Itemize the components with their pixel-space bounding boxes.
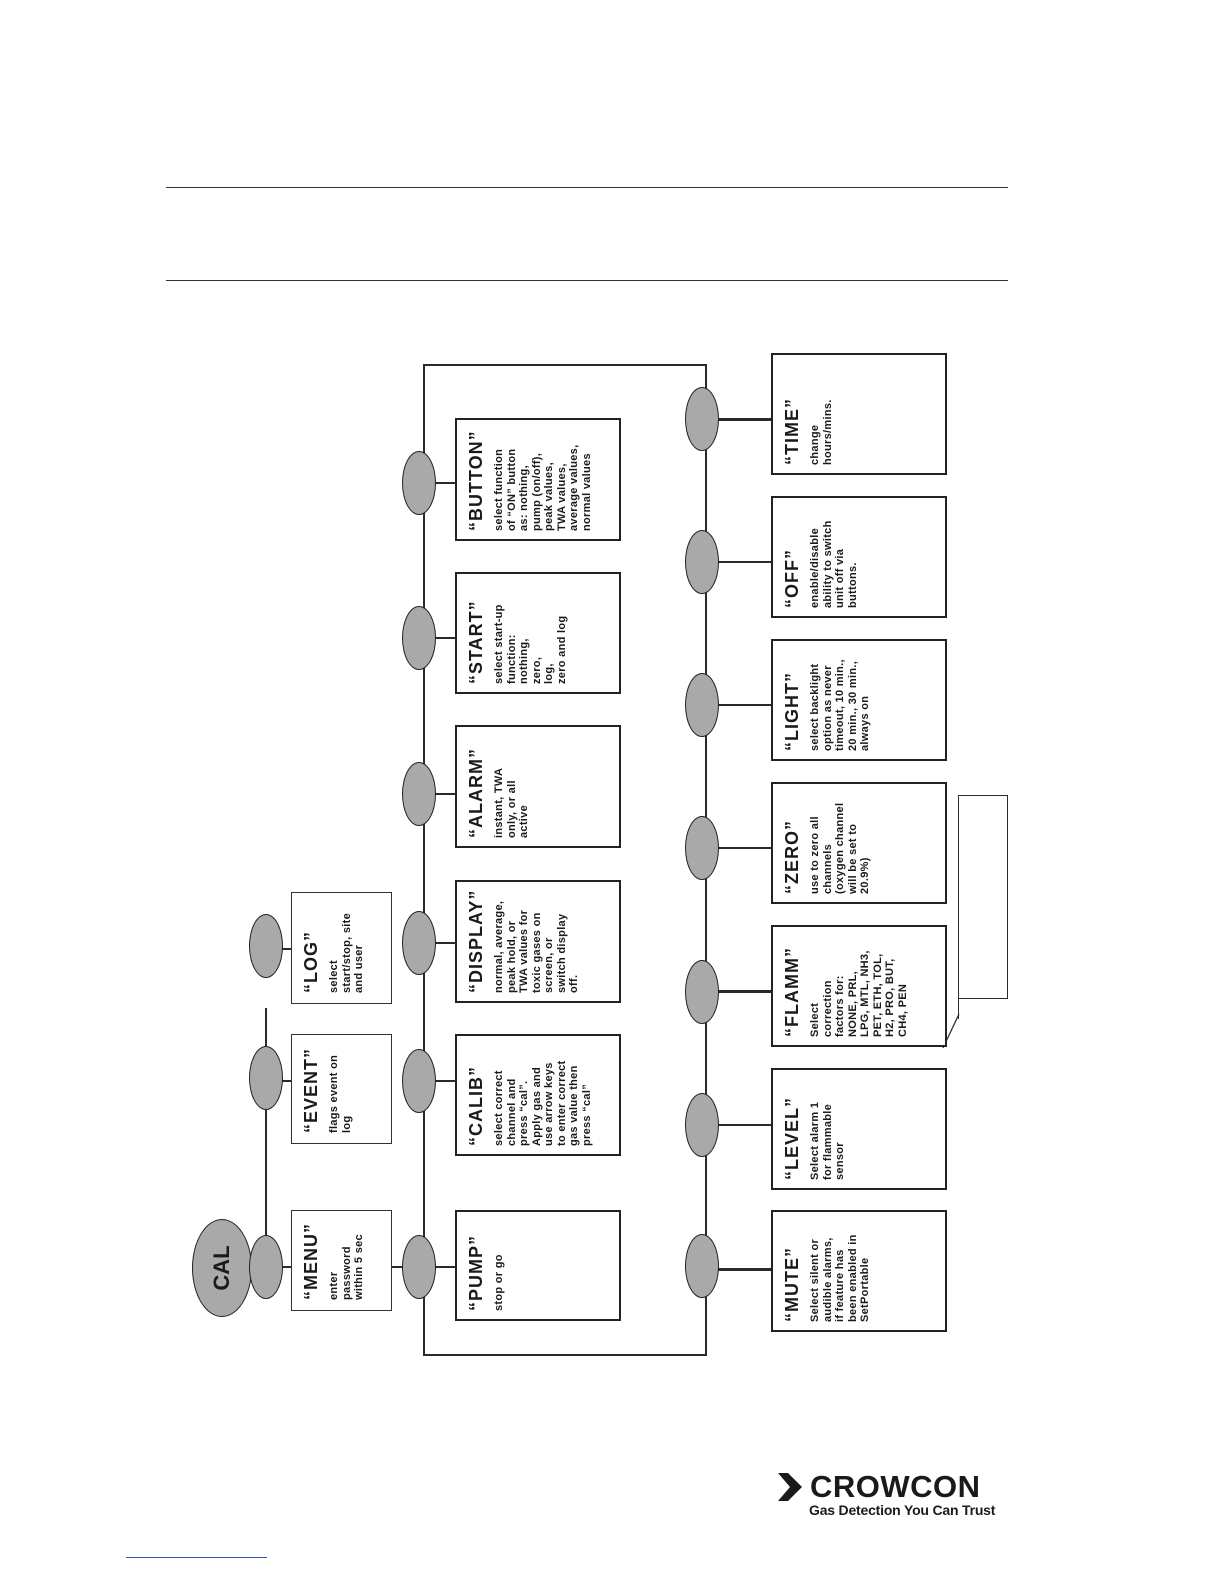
box-mute: “MUTE” Select silent or audible alarms, … (771, 1210, 947, 1332)
box-display: “DISPLAY” normal, average, peak hold, or… (455, 880, 621, 1003)
box-zero-desc: use to zero all channels (oxygen channel… (809, 802, 871, 894)
node-flamm[interactable] (685, 960, 719, 1024)
box-display-title: “DISPLAY” (466, 889, 486, 993)
box-time-desc: change hours/mins. (809, 399, 834, 465)
box-time: “TIME” change hours/mins. (771, 353, 947, 475)
crowcon-logo: CROWCON Gas Detection You Can Trust (778, 1470, 1010, 1520)
box-light: “LIGHT” select backlight option as never… (771, 639, 947, 761)
crowcon-chevron-icon (778, 1473, 802, 1501)
box-button: “BUTTON” select function of “ON” button … (455, 418, 621, 541)
box-level-title: “LEVEL” (782, 1096, 802, 1180)
node-off[interactable] (685, 530, 719, 594)
box-event: “EVENT” flags event on log (291, 1034, 392, 1144)
node-display[interactable] (402, 911, 436, 975)
box-event-desc: flags event on log (328, 1054, 353, 1133)
logo-tagline: Gas Detection You Can Trust (809, 1502, 996, 1518)
box-zero-title: “ZERO” (782, 819, 802, 894)
box-level: “LEVEL” Select alarm 1 for flammable sen… (771, 1068, 947, 1190)
header-rule-bottom (166, 280, 1008, 281)
box-off-title: “OFF” (782, 549, 802, 608)
header-rule-top (166, 187, 1008, 188)
box-menu-title: “MENU” (301, 1223, 321, 1300)
box-alarm-title: “ALARM” (466, 748, 486, 838)
box-log-title: “LOG” (301, 931, 321, 993)
box-button-title: “BUTTON” (466, 430, 486, 531)
box-time-title: “TIME” (782, 398, 802, 465)
box-log: “LOG” select start/stop, site and user (291, 892, 392, 1004)
box-pump: “PUMP” stop or go (455, 1210, 621, 1321)
box-flamm-title: “FLAMM” (782, 947, 802, 1037)
box-alarm: “ALARM” instant, TWA only, or all active (455, 725, 621, 848)
box-display-desc: normal, average, peak hold, or TWA value… (493, 900, 580, 993)
node-calib[interactable] (402, 1049, 436, 1113)
box-start-title: “START” (466, 600, 486, 684)
node-alarm[interactable] (402, 762, 436, 826)
box-start: “START” select start-up function: nothin… (455, 572, 621, 694)
node-start[interactable] (402, 606, 436, 670)
box-mute-title: “MUTE” (782, 1247, 802, 1322)
box-off: “OFF” enable/disable ability to switch u… (771, 496, 947, 618)
box-pump-desc: stop or go (493, 1254, 505, 1311)
cal-root-label: CAL (209, 1245, 234, 1291)
logo-wordmark: CROWCON (810, 1469, 981, 1504)
box-menu: “MENU” enter password within 5 sec (291, 1210, 392, 1311)
box-level-desc: Select alarm 1 for flammable sensor (809, 1101, 846, 1180)
node-button[interactable] (402, 451, 436, 515)
box-start-desc: select start-up function: nothing, zero,… (493, 604, 568, 684)
node-zero[interactable] (685, 816, 719, 880)
box-light-title: “LIGHT” (782, 672, 802, 751)
box-calib-title: “CALIB” (466, 1066, 486, 1146)
footer-link-underline (126, 1557, 267, 1558)
node-menu[interactable] (249, 1235, 283, 1299)
box-flamm: “FLAMM” Select correction factors for: N… (771, 925, 947, 1047)
node-log[interactable] (249, 914, 283, 978)
box-off-desc: enable/disable ability to switch unit of… (809, 520, 859, 608)
box-button-desc: select function of “ON” button as: nothi… (493, 444, 593, 531)
node-level[interactable] (685, 1093, 719, 1157)
node-pump[interactable] (402, 1235, 436, 1299)
box-mute-desc: Select silent or audible alarms, if feat… (809, 1234, 871, 1322)
box-alarm-desc: instant, TWA only, or all active (493, 767, 530, 838)
box-pump-title: “PUMP” (466, 1234, 486, 1311)
cal-root-node[interactable]: CAL (192, 1219, 252, 1317)
box-log-desc: select start/stop, site and user (328, 913, 365, 993)
box-calib: “CALIB” select correct channel and press… (455, 1034, 621, 1156)
box-event-title: “EVENT” (301, 1047, 321, 1133)
box-calib-desc: select correct channel and press “cal”. … (493, 1060, 593, 1147)
node-time[interactable] (685, 387, 719, 451)
node-light[interactable] (685, 673, 719, 737)
box-light-desc: select backlight option as never timeout… (809, 659, 871, 751)
node-event[interactable] (249, 1046, 283, 1110)
box-flamm-desc: Select correction factors for: NONE, PRL… (809, 950, 909, 1037)
node-mute[interactable] (685, 1234, 719, 1298)
box-menu-desc: enter password within 5 sec (328, 1234, 365, 1300)
box-zero: “ZERO” use to zero all channels (oxygen … (771, 782, 947, 904)
